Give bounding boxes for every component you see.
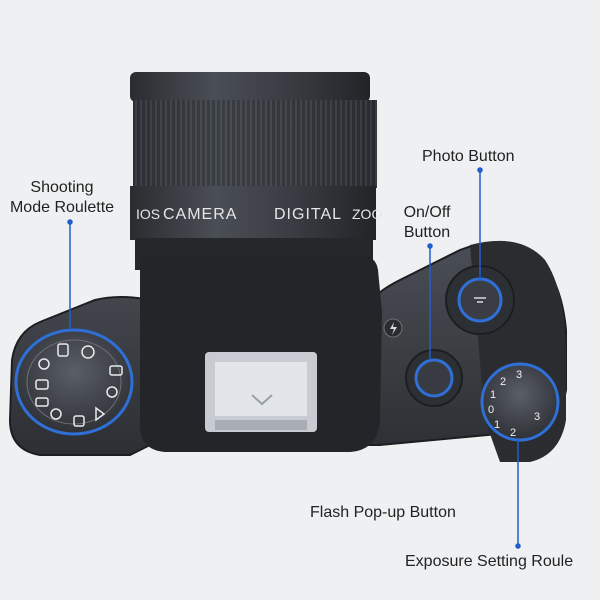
lens-text-zoom: ZOO: [352, 206, 382, 222]
exposure-dial[interactable]: 3 2 1 0 1 2 3: [480, 362, 560, 442]
power-button[interactable]: [405, 349, 463, 407]
exposure-mark: 2: [510, 427, 516, 439]
dial-mode-icon: [35, 343, 123, 427]
lens-text-digital: DIGITAL: [274, 206, 342, 223]
exposure-mark: 1: [494, 419, 500, 431]
exposure-mark: 3: [534, 411, 540, 423]
callout-lines: [67, 167, 521, 549]
callout-photo-button: Photo Button: [422, 148, 515, 165]
exposure-mark: 0: [488, 404, 494, 416]
exposure-mark: 3: [516, 369, 522, 381]
flash-popup-button[interactable]: [383, 318, 403, 338]
lens-barrel: IOS CAMERA DIGITAL ZOO: [130, 72, 382, 270]
lens-text-ios: IOS: [136, 206, 160, 222]
callout-exposure-setting: Exposure Setting Roule: [405, 553, 574, 570]
exposure-mark: 1: [490, 389, 496, 401]
callout-flash-popup-button: Flash Pop-up Button: [310, 504, 456, 521]
lens-text-camera: CAMERA: [163, 206, 237, 223]
callout-onoff-button: On/Off Button: [403, 204, 451, 241]
exposure-mark: 2: [500, 376, 506, 388]
callout-shooting-mode-roulette: Shooting Mode Roulette: [9, 179, 115, 216]
camera-icon: [474, 297, 486, 303]
flash-icon: [390, 322, 397, 335]
shooting-mode-dial[interactable]: [14, 328, 134, 436]
